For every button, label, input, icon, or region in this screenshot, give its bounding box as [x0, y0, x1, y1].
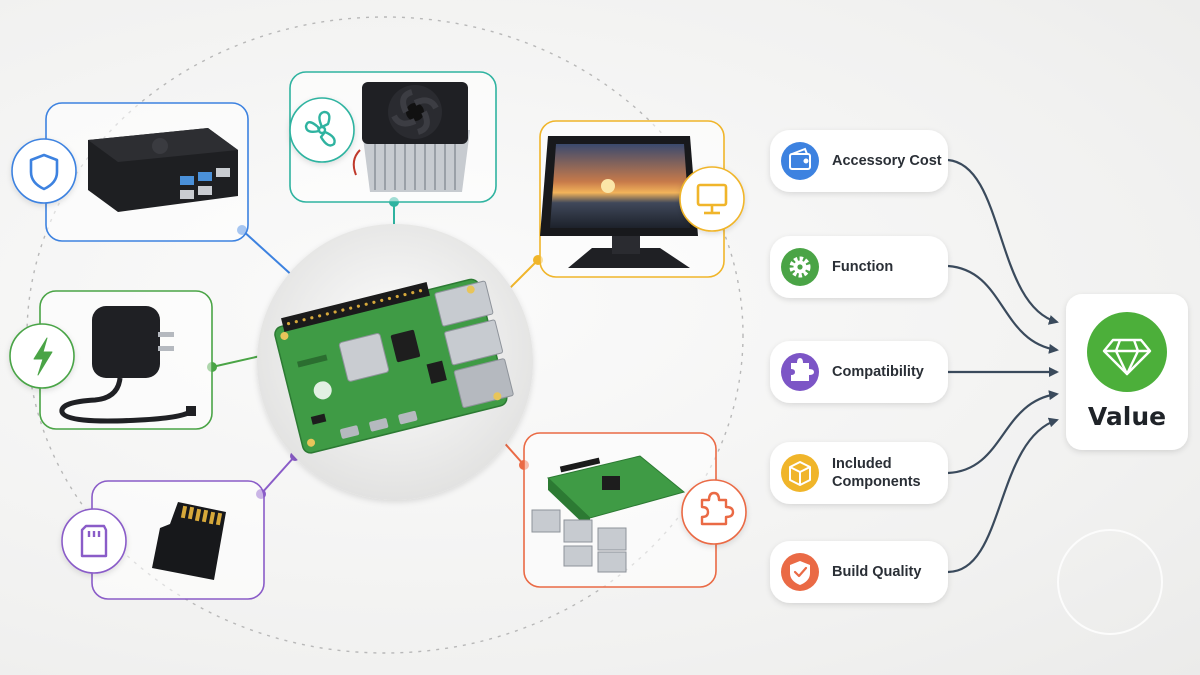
factor-label-function: Function: [832, 259, 894, 275]
factor-label-accessory-cost: Accessory Cost: [832, 153, 942, 169]
factor-included-components: [770, 442, 948, 504]
factor-function: [770, 236, 948, 298]
lightning-icon: [33, 337, 53, 376]
diamond-icon: [1102, 338, 1152, 376]
raspberry-pi-hub: [257, 224, 533, 500]
shield-check-icon: [790, 561, 810, 585]
fan-heatsink-photo: [352, 82, 470, 192]
case-photo: [88, 128, 238, 212]
case-card: [11, 102, 249, 242]
touchscreen-photo: [540, 136, 698, 268]
cooling-fan-card: [289, 71, 497, 203]
display-card: [539, 120, 745, 278]
puzzle-icon: [700, 491, 735, 526]
expansion-hat-card: [523, 432, 747, 588]
value-label: Value: [1087, 402, 1167, 431]
power-supply-card: [9, 290, 213, 430]
fan-icon: [304, 110, 336, 147]
factor-label-included-components: Included Components: [832, 456, 921, 490]
microsd-photo: [152, 502, 226, 580]
puzzle-icon: [791, 358, 814, 381]
sd-card-icon: [80, 524, 108, 558]
factor-label-build-quality: Build Quality: [832, 564, 922, 580]
box-icon: [789, 461, 811, 486]
hat-board-photo: [531, 455, 686, 573]
monitor-icon: [696, 183, 728, 215]
value-box: [1066, 294, 1188, 450]
factor-accessory-cost: [770, 130, 948, 192]
factor-arrows: [947, 158, 1059, 574]
wallet-icon: [789, 147, 811, 170]
power-adapter-photo: [59, 306, 196, 424]
factor-build-quality: [770, 541, 948, 603]
shield-icon: [29, 153, 59, 191]
factor-compatibility: [770, 341, 948, 403]
factor-pills: [770, 130, 948, 603]
factor-label-compatibility: Compatibility: [832, 364, 924, 380]
sd-card-card: [61, 480, 265, 600]
watermark-badge: [1057, 529, 1163, 635]
gear-icon: [789, 256, 811, 278]
